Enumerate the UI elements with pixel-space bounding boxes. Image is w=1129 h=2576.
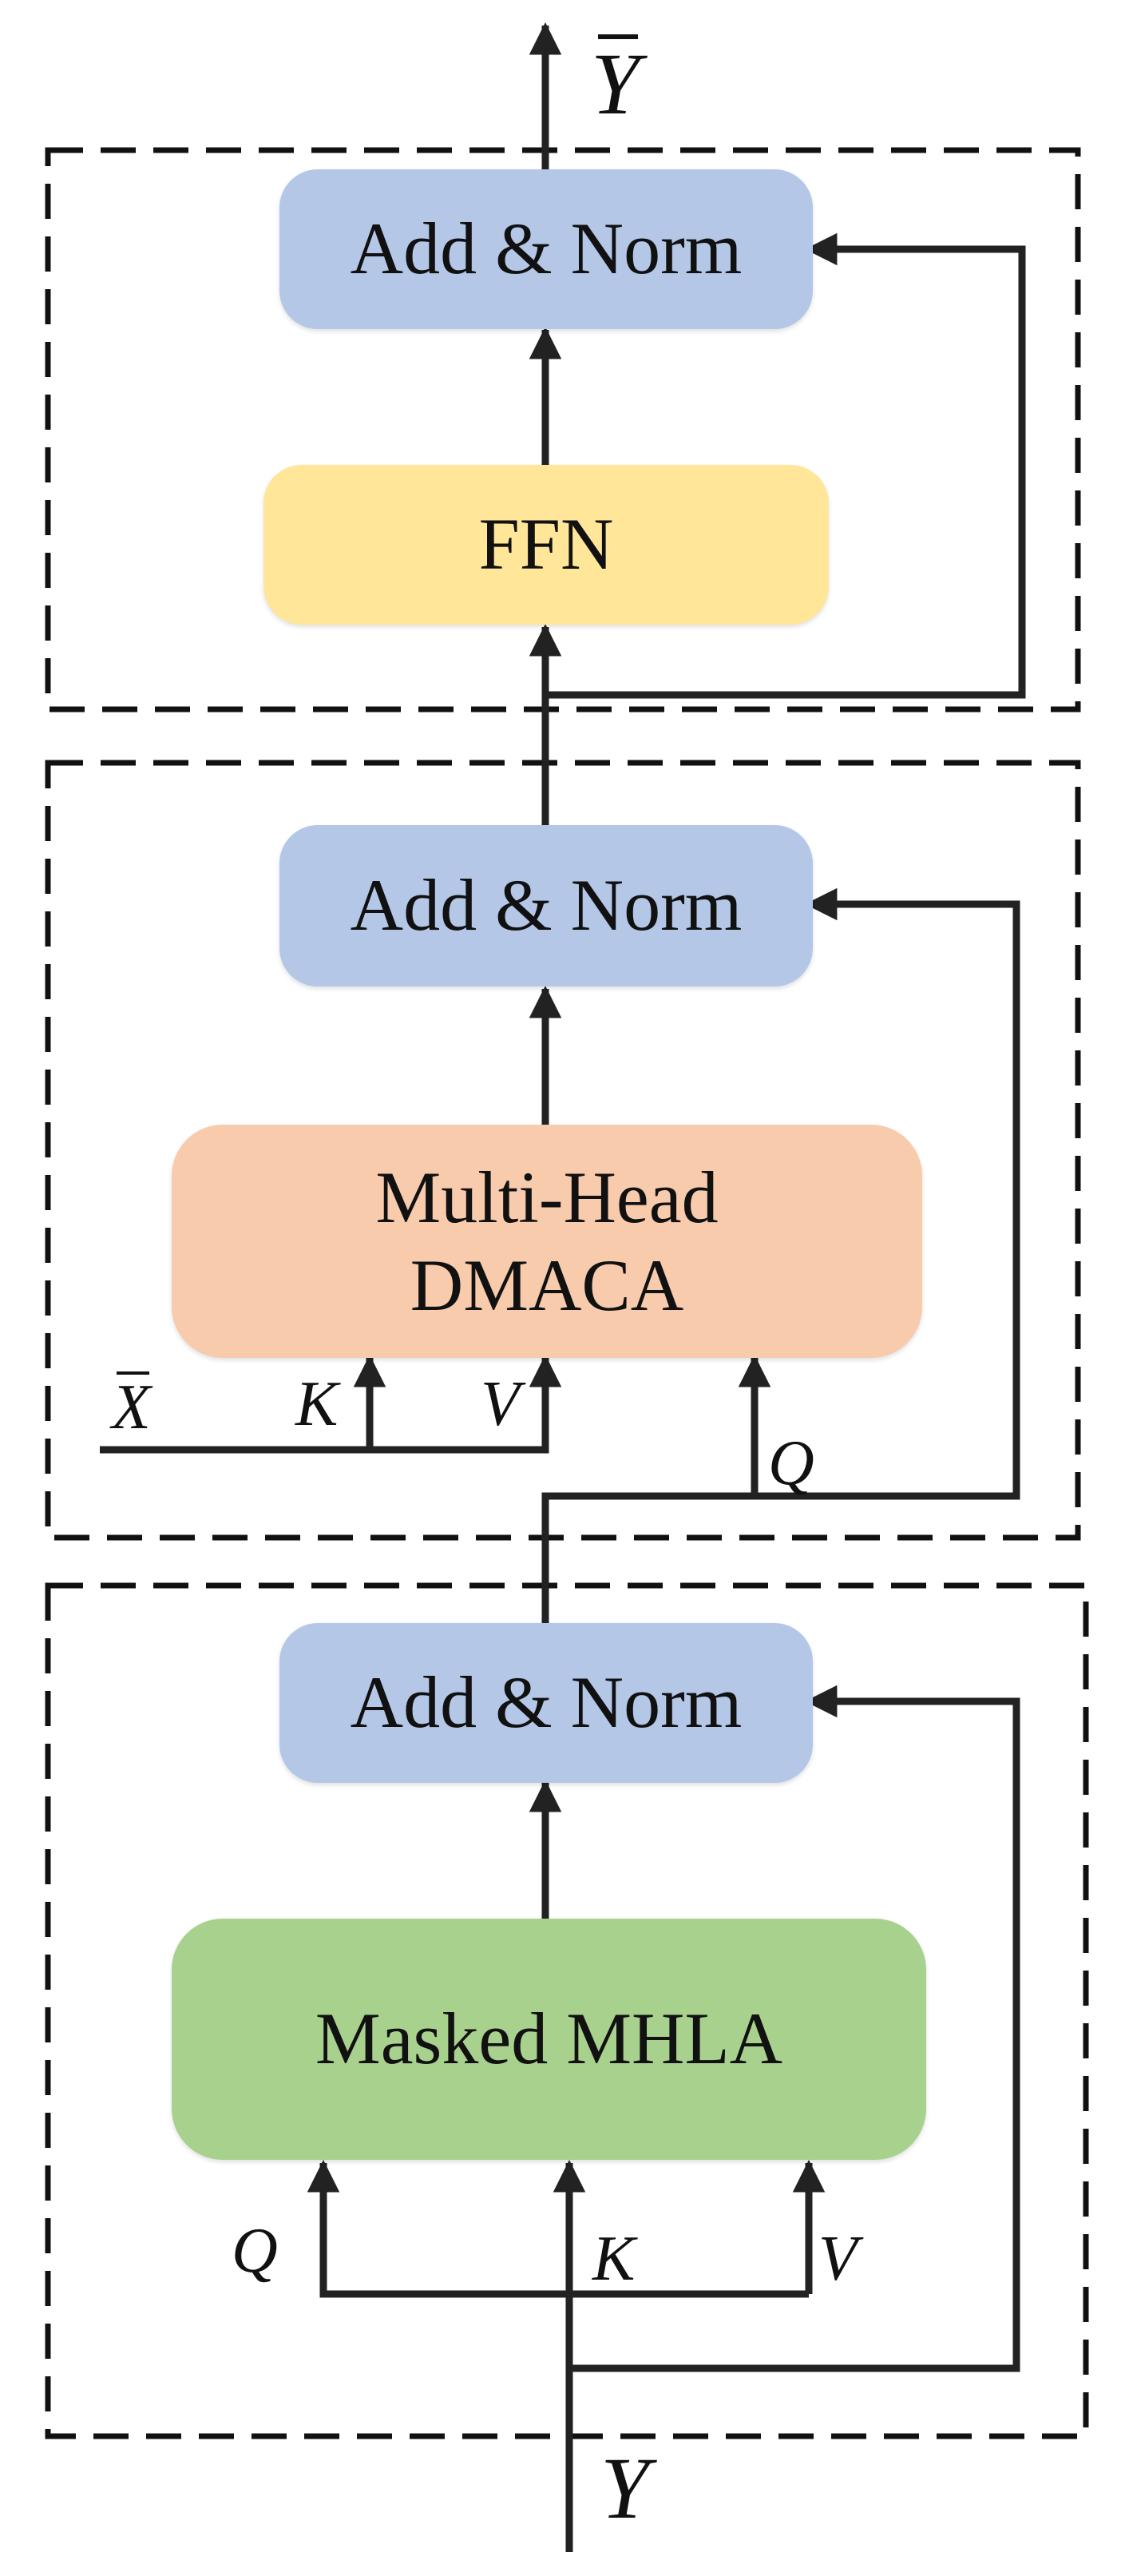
bottom-block-frame — [45, 1582, 1089, 2439]
bottom-q-label: Q — [232, 2216, 278, 2286]
bottom-k-label: K — [592, 2224, 636, 2294]
bottom-residual-path — [569, 1685, 1020, 2372]
middle-residual-path — [541, 887, 1020, 1626]
top-add-norm-label: Add & Norm — [350, 208, 743, 290]
top-residual-path — [545, 232, 1026, 699]
dmaca-block: Multi-Head DMACA — [172, 1125, 922, 1358]
encoder-input-label: X — [112, 1371, 151, 1443]
middle-add-norm-block: Add & Norm — [279, 825, 813, 986]
middle-v-label: V — [481, 1369, 520, 1439]
middle-k-label: K — [295, 1369, 339, 1439]
middle-q-label: Q — [768, 1428, 814, 1498]
input-label: Y — [600, 2439, 650, 2537]
bottom-add-norm-block: Add & Norm — [279, 1623, 813, 1783]
mhla-label: Masked MHLA — [315, 1998, 783, 2080]
output-label: Y — [591, 34, 640, 133]
top-block-frame — [45, 147, 1081, 712]
dmaca-label-line1: Multi-Head — [375, 1156, 719, 1238]
middle-block-frame — [45, 760, 1081, 1541]
bottom-v-label: V — [818, 2224, 858, 2294]
top-add-norm-block: Add & Norm — [279, 169, 813, 329]
encoder-input-line — [100, 1354, 562, 1454]
bottom-add-norm-label: Add & Norm — [350, 1661, 743, 1744]
ffn-label: FFN — [478, 503, 614, 585]
ffn-block: FFN — [263, 465, 829, 625]
middle-add-norm-label: Add & Norm — [350, 864, 743, 947]
dmaca-label-line2: DMACA — [410, 1244, 684, 1326]
qv-branch-line — [319, 2290, 809, 2298]
mhla-block: Masked MHLA — [172, 1919, 926, 2160]
